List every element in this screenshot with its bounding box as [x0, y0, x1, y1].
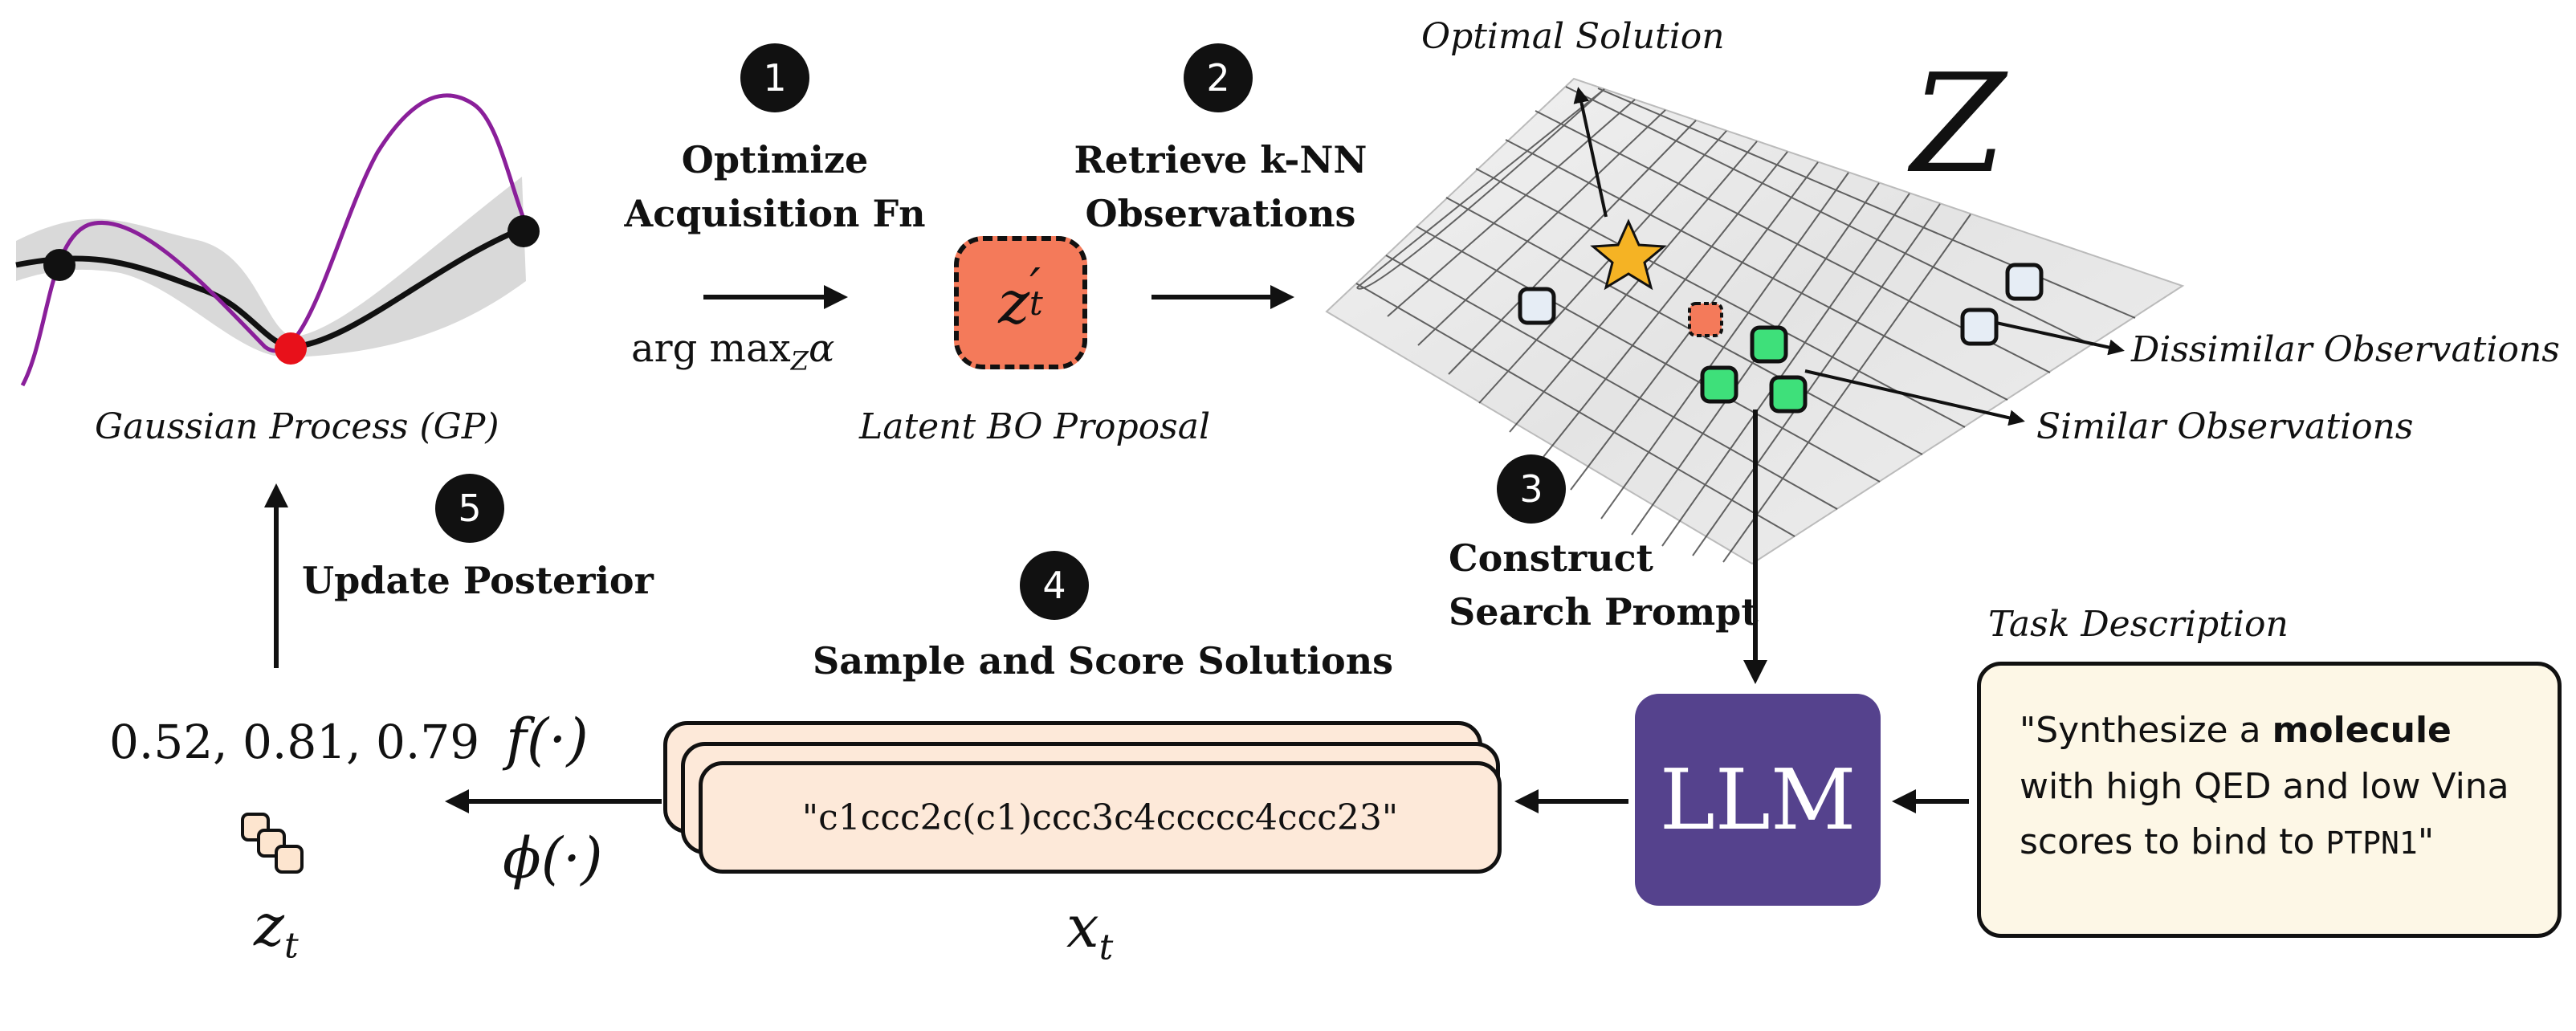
task-text-1: "Synthesize a [2020, 710, 2272, 751]
optimal-pointer [1573, 87, 1608, 218]
optimal-star [1590, 218, 1667, 291]
z-symbol: z [254, 891, 284, 959]
step-4-title: Sample and Score Solutions [813, 639, 1394, 683]
z-subscript: t [283, 925, 299, 967]
task-text-bold: molecule [2272, 710, 2452, 751]
step-1-badge: 1 [740, 43, 809, 112]
proposal-caption: Latent BO Proposal [859, 406, 1211, 447]
x-subscript: t [1098, 927, 1114, 968]
task-description-box: "Synthesize a molecule with high QED and… [1977, 662, 2562, 938]
step-3-title-line2: Search Prompt [1449, 589, 1759, 634]
dissimilar-obs-1 [1518, 287, 1556, 325]
step-1-title: Optimize Acquisition Fn [618, 133, 931, 240]
acquisition-formula: arg maxZα [631, 326, 834, 377]
step-1-title-line2: Acquisition Fn [624, 191, 926, 235]
gp-confidence-band [16, 177, 526, 358]
step-2-title-line2: Observations [1085, 191, 1356, 235]
formula-subscript: Z [790, 345, 809, 377]
llm-box: LLM [1635, 694, 1881, 906]
gp-mean-line [15, 226, 524, 350]
step-1-title-line1: Optimize [681, 138, 869, 181]
latent-proposal-box: z′t [954, 236, 1087, 369]
gp-caption: Gaussian Process (GP) [95, 406, 499, 447]
similar-obs-1 [1750, 325, 1788, 364]
step-3-badge: 3 [1497, 454, 1566, 524]
smiles-string: "c1ccc2c(c1)ccc3c4ccccc4ccc23" [801, 797, 1399, 838]
gp-sample-path [20, 93, 528, 387]
dissimilar-obs-3 [1960, 308, 1999, 346]
dissimilar-pointer [1995, 321, 2125, 356]
step-4-badge: 4 [1020, 551, 1089, 620]
step-2-badge: 2 [1184, 43, 1253, 112]
similar-observations-label: Similar Observations [2036, 406, 2414, 447]
task-text-2: with high QED and low Vina scores to bin… [2020, 765, 2509, 863]
latent-surface [1325, 77, 2185, 565]
step-2-title: Retrieve k-NN Observations [1060, 133, 1381, 240]
similar-obs-2 [1700, 365, 1738, 404]
cube-3 [275, 845, 304, 874]
proposal-on-surface [1688, 302, 1723, 337]
optimal-solution-label: Optimal Solution [1421, 16, 1725, 57]
x-variable: xt [1066, 893, 1113, 968]
step-5-title: Update Posterior [302, 559, 654, 602]
proposal-prime: ′ [1029, 259, 1041, 315]
step-3-title-line1: Construct [1449, 536, 1653, 580]
score-values: 0.52, 0.81, 0.79 [109, 715, 480, 769]
task-description-heading: Task Description [1988, 604, 2289, 645]
similar-pointer [1804, 369, 2025, 426]
proposal-subscript: t [1029, 283, 1043, 323]
step-3-title: Construct Search Prompt [1449, 532, 1759, 638]
latent-space-symbol: Z [1911, 45, 2007, 204]
step-5-badge: 5 [435, 474, 504, 543]
gp-proposal-point [275, 332, 307, 365]
proposal-symbol: z [998, 268, 1030, 337]
gp-observation-right [507, 215, 540, 247]
gp-plot [15, 93, 540, 387]
task-target-name: PTPN1 [2325, 825, 2418, 862]
dissimilar-observations-label: Dissimilar Observations [2131, 329, 2560, 370]
dissimilar-obs-2 [2005, 263, 2044, 301]
formula-alpha: α [808, 326, 835, 371]
step-2-title-line1: Retrieve k-NN [1074, 138, 1367, 181]
f-function-label: f(·) [506, 707, 589, 772]
phi-function-label: ϕ(·) [503, 825, 603, 891]
sample-card-front: "c1ccc2c(c1)ccc3c4ccccc4ccc23" [699, 761, 1502, 874]
formula-argmax: arg max [631, 326, 791, 371]
z-variable: zt [254, 891, 299, 966]
x-symbol: x [1066, 893, 1099, 960]
similar-obs-3 [1769, 375, 1808, 414]
task-text-end: " [2417, 821, 2435, 863]
gp-observation-left [43, 249, 75, 281]
